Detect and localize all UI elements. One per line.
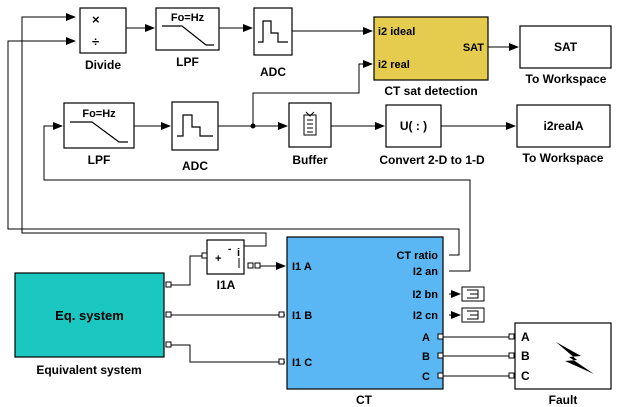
lowpass-curve-icon xyxy=(70,121,128,143)
buffer-block[interactable]: Buffer xyxy=(288,102,332,167)
ct-out-ct-ratio: CT ratio xyxy=(396,250,438,262)
equivalent-system-label: Equivalent system xyxy=(36,363,141,377)
convert-label: Convert 2-D to 1-D xyxy=(379,153,485,167)
adc-mid-label: ADC xyxy=(182,159,208,173)
to-workspace-i2reala-block[interactable]: i2realA To Workspace xyxy=(516,104,611,165)
adc-mid-block[interactable]: ADC xyxy=(171,101,219,173)
lpf-top-inner-text: Fo=Hz xyxy=(171,12,205,24)
ct-label: CT xyxy=(356,393,373,407)
terminator-i2cn[interactable] xyxy=(461,307,485,323)
to-workspace-i2reala-label: To Workspace xyxy=(523,151,604,165)
to-workspace-sat-label: To Workspace xyxy=(526,72,607,86)
ct-out-b: B xyxy=(422,351,430,363)
divide-port-symbol: ÷ xyxy=(92,34,99,49)
equivalent-system-block[interactable]: Eq. system Equivalent system xyxy=(14,272,165,377)
port-connectors xyxy=(165,252,515,379)
i1a-label: I1A xyxy=(217,278,236,292)
ct-out-i2cn: I2 cn xyxy=(413,310,438,322)
buffer-stack-icon xyxy=(303,111,317,136)
ct-out-a: A xyxy=(422,332,430,344)
terminator-i2bn[interactable] xyxy=(461,286,485,302)
to-workspace-sat-inner: SAT xyxy=(554,40,578,54)
convert-2d-to-1d-block[interactable]: U( : ) Convert 2-D to 1-D xyxy=(379,104,485,167)
lpf-mid-inner-text: Fo=Hz xyxy=(82,108,116,120)
ct-out-i2an: I2 an xyxy=(413,266,438,278)
ct-out-i2bn: I2 bn xyxy=(412,289,438,301)
ct-sat-out-sat: SAT xyxy=(463,42,484,54)
fault-in-c: C xyxy=(521,369,530,383)
divide-block[interactable]: × ÷ Divide xyxy=(79,7,127,72)
ct-in-i1c: I1 C xyxy=(292,357,312,369)
to-workspace-sat-block[interactable]: SAT To Workspace xyxy=(519,25,612,86)
ct-sat-detection-label: CT sat detection xyxy=(384,84,477,98)
ct-out-c: C xyxy=(422,371,430,383)
fault-in-b: B xyxy=(521,349,530,363)
ct-sat-detection-block[interactable]: i2 ideal i2 real SAT CT sat detection xyxy=(373,16,489,98)
fault-label: Fault xyxy=(549,393,578,407)
fault-in-a: A xyxy=(521,330,530,344)
i1a-plus-symbol: + xyxy=(215,253,221,265)
fault-block[interactable]: A B C Fault xyxy=(514,322,612,407)
adc-top-block[interactable]: ADC xyxy=(253,7,293,79)
divide-label: Divide xyxy=(85,58,121,72)
signal-lines xyxy=(7,13,519,377)
adc-step-icon xyxy=(258,20,288,43)
adc-top-label: ADC xyxy=(260,65,286,79)
eq-system-inner-text: Eq. system xyxy=(55,308,124,323)
ct-in-i1b: I1 B xyxy=(292,310,312,322)
lightning-bolt-icon xyxy=(556,342,594,374)
i1a-minus-symbol: - xyxy=(228,244,231,255)
ct-sat-in-i2-real: i2 real xyxy=(378,59,410,71)
lpf-mid-block[interactable]: Fo=Hz LPF xyxy=(63,102,135,167)
i1a-current-measurement-block[interactable]: + - i I1A xyxy=(206,239,245,292)
adc-step-icon xyxy=(177,114,213,137)
ct-block[interactable]: I1 A I1 B I1 C CT ratio I2 an I2 bn I2 c… xyxy=(286,236,444,407)
lpf-top-label: LPF xyxy=(176,55,199,69)
convert-inner-text: U( : ) xyxy=(400,119,427,133)
lowpass-curve-icon xyxy=(162,25,214,46)
to-workspace-i2reala-inner: i2realA xyxy=(543,119,583,133)
lpf-mid-label: LPF xyxy=(88,153,111,167)
buffer-label: Buffer xyxy=(292,153,328,167)
i1a-i-symbol: i xyxy=(237,247,240,259)
multiply-port-symbol: × xyxy=(92,12,100,27)
ct-in-i1a: I1 A xyxy=(292,261,312,273)
lpf-top-block[interactable]: Fo=Hz LPF xyxy=(155,7,220,69)
ct-sat-in-i2-ideal: i2 ideal xyxy=(378,26,415,38)
